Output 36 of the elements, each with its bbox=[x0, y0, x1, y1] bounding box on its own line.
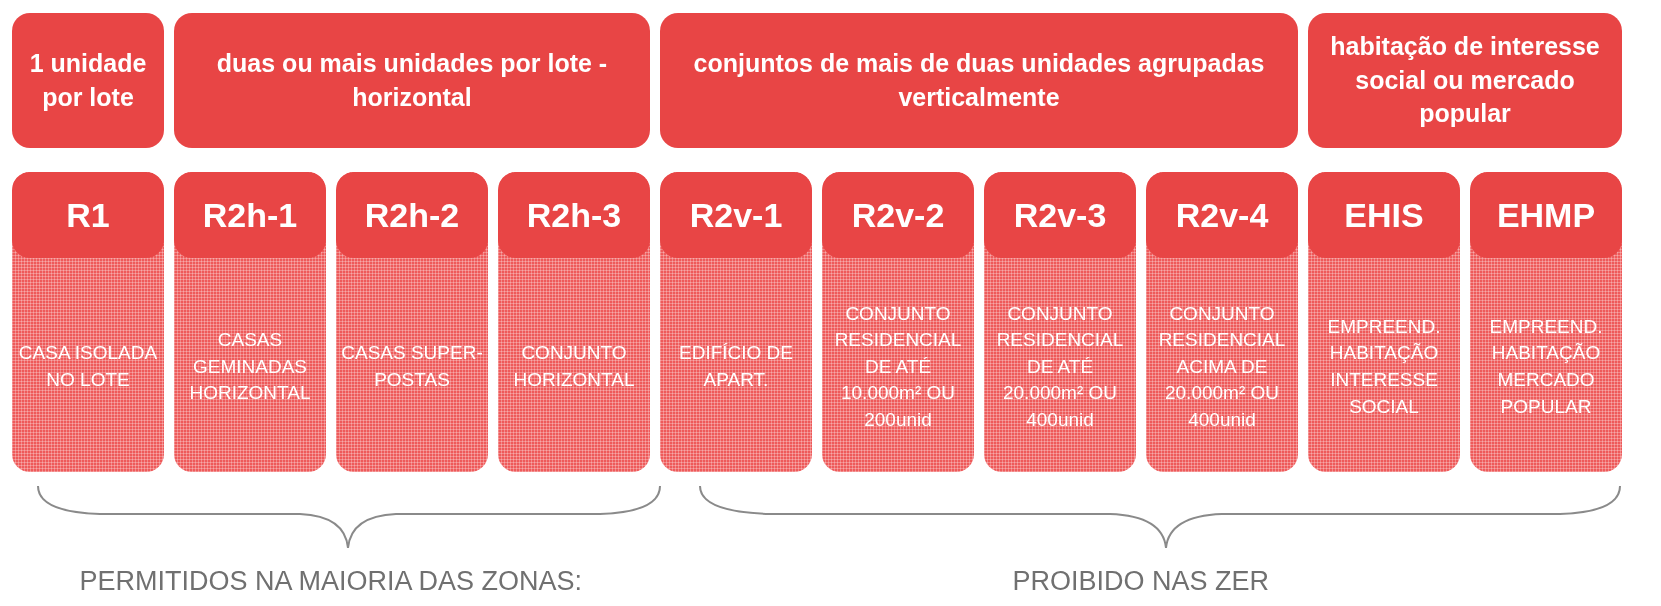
description-text: CONJUNTO RESIDENCIAL DE ATÉ 20.000m² OU 400unid bbox=[995, 301, 1125, 432]
zone-card bbox=[498, 172, 650, 472]
description-text: EMPREEND. HABITAÇÃO INTERESSE SOCIAL bbox=[1326, 314, 1442, 419]
category-header: conjuntos de mais de duas unidades agrupadas verticalmente bbox=[660, 13, 1298, 148]
code-label: EHMP bbox=[1470, 172, 1622, 258]
description-text: CASAS SUPER-POSTAS bbox=[340, 341, 484, 392]
code-label: R2v-1 bbox=[660, 172, 812, 258]
zone-card bbox=[1146, 172, 1298, 472]
category-header: duas ou mais unidades por lote - horizontal bbox=[174, 13, 650, 148]
description-text: EDIFÍCIO DE APART. bbox=[678, 341, 794, 392]
code-label: R2v-4 bbox=[1146, 172, 1298, 258]
zone-card bbox=[660, 172, 812, 472]
zone-card bbox=[1470, 172, 1622, 472]
code-label: R2v-3 bbox=[984, 172, 1136, 258]
code-label: R2h-2 bbox=[336, 172, 488, 258]
code-label: R2v-2 bbox=[822, 172, 974, 258]
description-text: CASAS GEMINADAS HORIZONTAL bbox=[188, 328, 312, 406]
code-label: R2h-1 bbox=[174, 172, 326, 258]
description-text: EMPREEND. HABITAÇÃO MERCADO POPULAR bbox=[1488, 314, 1604, 419]
zone-card bbox=[822, 172, 974, 472]
zone-card bbox=[1308, 172, 1460, 472]
category-header: habitação de interesse social ou mercado popular bbox=[1308, 13, 1622, 148]
code-label: EHIS bbox=[1308, 172, 1460, 258]
zone-card bbox=[984, 172, 1136, 472]
zone-card bbox=[336, 172, 488, 472]
description-text: CASA ISOLADA NO LOTE bbox=[17, 341, 159, 392]
description-text: CONJUNTO RESIDENCIAL DE ATÉ 10.000m² OU 200unid bbox=[833, 301, 963, 432]
code-label: R2h-3 bbox=[498, 172, 650, 258]
description-text: CONJUNTO HORIZONTAL bbox=[512, 341, 636, 392]
brace-caption: PROIBIDO NAS ZER bbox=[1012, 566, 1270, 597]
category-header: 1 unidade por lote bbox=[12, 13, 164, 148]
code-label: R1 bbox=[12, 172, 164, 258]
brace-caption: PERMITIDOS NA MAIORIA DAS ZONAS: bbox=[79, 566, 583, 597]
zone-card bbox=[12, 172, 164, 472]
description-text: CONJUNTO RESIDENCIAL ACIMA DE 20.000m² OU 400unid bbox=[1157, 301, 1287, 432]
zone-card bbox=[174, 172, 326, 472]
